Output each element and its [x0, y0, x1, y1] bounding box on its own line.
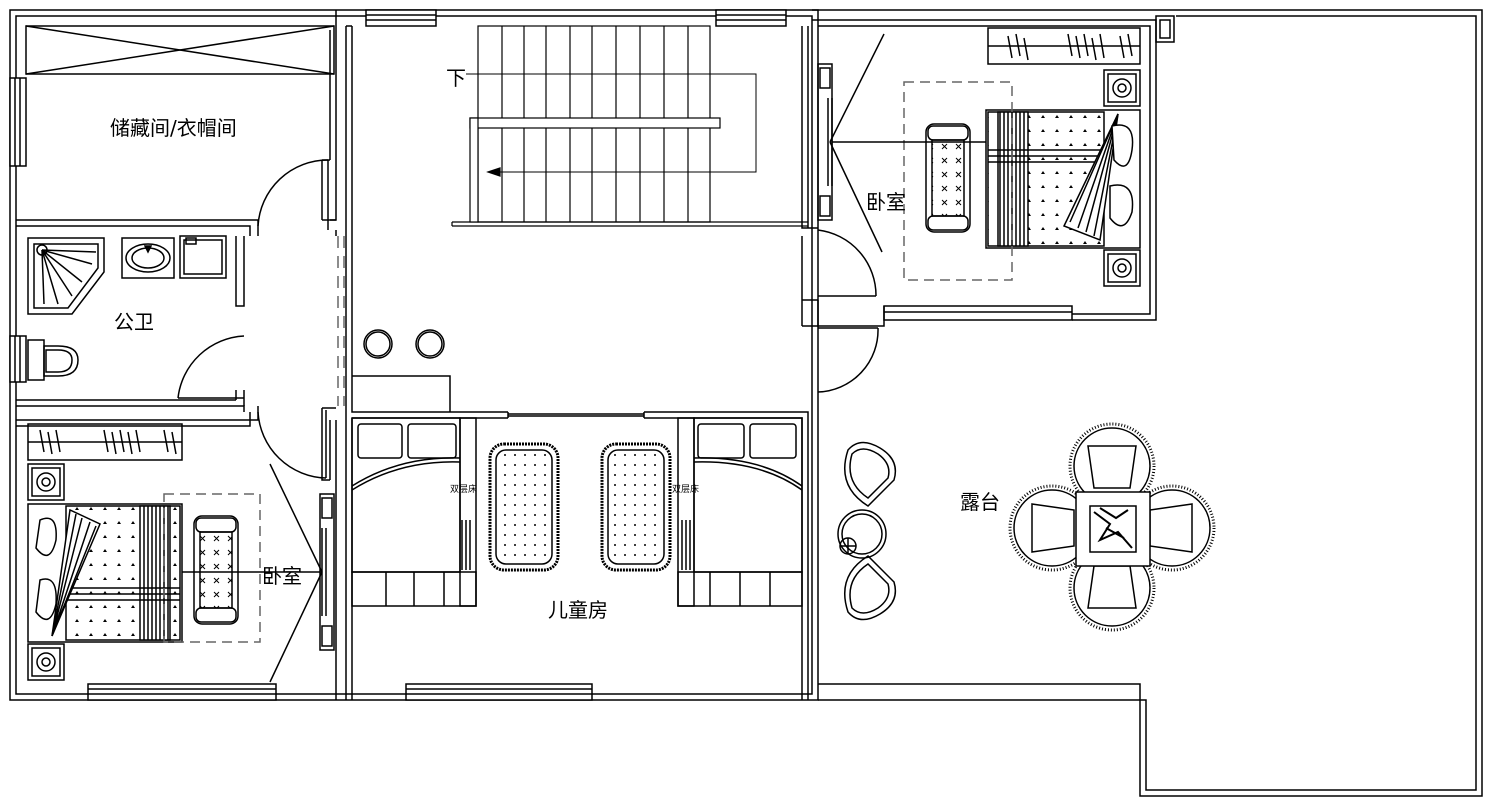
- bedroom-ne-furniture: [817, 27, 1141, 287]
- room-label-terrace: 露台: [960, 490, 1000, 514]
- corridor-openings: [337, 236, 345, 406]
- room-label-bedroom-ne: 卧室: [866, 190, 906, 214]
- terrace-parapet: [812, 9, 1483, 797]
- storage-skylight: [25, 25, 335, 75]
- room-label-bathroom: 公卫: [114, 310, 154, 334]
- bunk-bed-label-right: 双层床: [672, 485, 700, 495]
- staircase: [451, 25, 808, 227]
- bedroom-sw-furniture: [27, 423, 335, 683]
- room-label-storage: 储藏间/衣帽间: [110, 116, 237, 140]
- terrace-furniture: [837, 422, 1216, 632]
- bedroom-ne-walls: [801, 19, 1157, 327]
- windows: [9, 9, 787, 701]
- room-label-kids-room: 儿童房: [548, 598, 608, 622]
- stair-hall-fixtures: [352, 329, 451, 412]
- stair-direction-label: 下: [446, 66, 466, 90]
- bunk-bed-label-left: 双层床: [450, 485, 478, 495]
- bathroom-fixtures: [27, 235, 227, 381]
- kids-room-furniture: [351, 417, 803, 607]
- room-label-bedroom-sw: 卧室: [262, 564, 302, 588]
- doors: [177, 159, 879, 479]
